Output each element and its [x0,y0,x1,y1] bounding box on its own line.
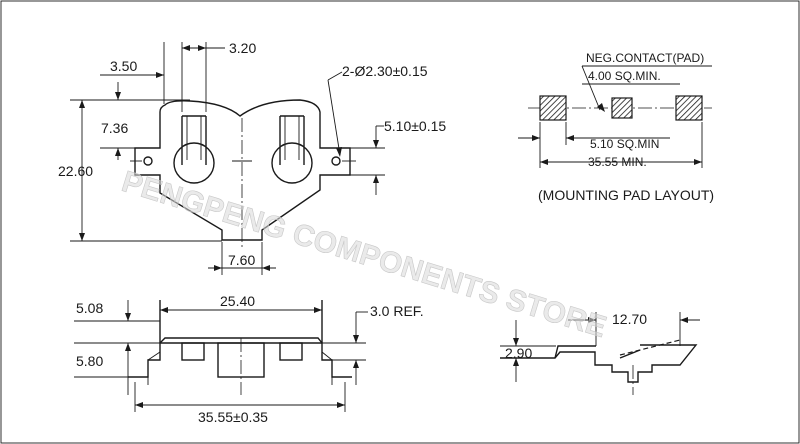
dim-22-60: 22.60 [58,163,93,179]
dim-3-20: 3.20 [229,40,256,56]
dim-5-08: 5.08 [76,300,103,316]
label-neg-contact: NEG.CONTACT(PAD) [586,51,704,65]
dim-4-00: 4.00 SQ.MIN. [588,69,661,83]
pad-layout-caption: (MOUNTING PAD LAYOUT) [538,187,714,203]
dim-25-40: 25.40 [220,293,255,309]
dim-3-0-ref: 3.0 REF. [370,303,424,319]
holder-outline [134,99,351,241]
pad-layout: NEG.CONTACT(PAD) 4.00 SQ.MIN. 5.10 SQ.MI… [518,51,714,203]
pad-center-negative [611,97,633,119]
dim-12-70: 12.70 [612,311,647,327]
front-contact-right [279,342,303,361]
front-outline [128,342,352,378]
pad-right [675,95,703,121]
left-contact [173,115,215,184]
dim-hole-callout: 2-Ø2.30±0.15 [342,63,428,79]
dim-35-55-min: 35.55 MIN. [588,155,647,169]
left-mount-hole [143,156,153,166]
front-view: 25.40 5.08 5.80 3.0 REF. 35.55±0.35 [74,293,424,425]
dim-35-55: 35.55±0.35 [198,409,268,425]
dim-2-90: 2.90 [505,345,532,361]
front-contact-left [181,342,205,361]
dim-7-36: 7.36 [101,120,128,136]
right-mount-hole [331,156,341,166]
pad-left [539,95,567,121]
side-outline [500,344,698,383]
dim-5-10: 5.10±0.15 [384,118,446,134]
dim-7-60: 7.60 [228,252,255,268]
dim-3-50: 3.50 [110,58,137,74]
dim-5-10-sq: 5.10 SQ.MIN [590,137,659,151]
dim-5-80: 5.80 [76,353,103,369]
right-contact [271,115,313,184]
top-view: 3.50 3.20 22.60 7.36 2-Ø2.30±0.15 5.10±0… [58,40,446,275]
watermark: PENGPENG COMPONENTS STORE [118,165,610,344]
side-view: 12.70 2.90 [500,311,700,395]
